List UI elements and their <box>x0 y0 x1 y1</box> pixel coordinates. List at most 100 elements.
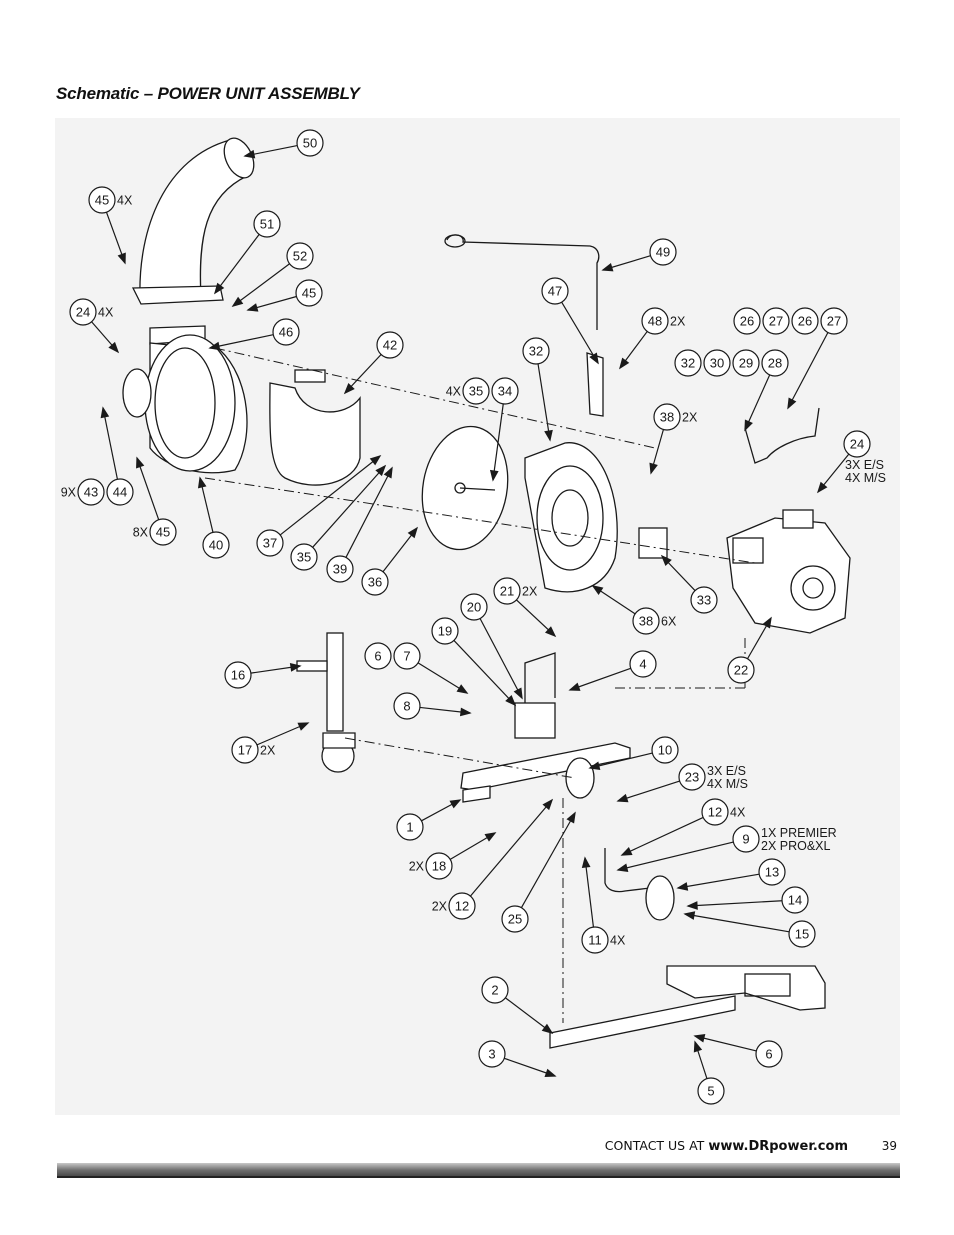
callout-circle <box>678 763 706 791</box>
callout-number: 24 <box>76 305 90 320</box>
callout-number: 30 <box>710 356 724 371</box>
callout-number: 4 <box>639 657 646 672</box>
callout-number: 50 <box>303 136 317 151</box>
leader-arrowhead <box>449 799 462 809</box>
callout-circle <box>106 478 134 506</box>
leader-arrowhead <box>489 469 499 482</box>
battery-strap-part <box>524 652 556 703</box>
callout-circle <box>641 307 669 335</box>
callout-circle <box>272 318 300 346</box>
callout-quantity: 4X <box>117 194 133 208</box>
callout-bubble: 7 <box>393 642 421 670</box>
leader-arrowhead <box>649 462 658 475</box>
leader-arrowhead <box>505 695 517 707</box>
callout-bubble: 47 <box>541 277 569 305</box>
leader-line <box>214 234 260 294</box>
callout-number: 22 <box>734 663 748 678</box>
callout-number: 47 <box>548 284 562 299</box>
callout-bubble: 2 <box>481 976 509 1004</box>
leader-arrowhead <box>459 707 472 717</box>
leader-arrowhead <box>108 341 120 354</box>
callout-circle <box>629 650 657 678</box>
callout-circle <box>632 607 660 635</box>
callout-circle <box>481 976 509 1004</box>
callout-circle <box>820 307 848 335</box>
callout-number: 23 <box>685 770 699 785</box>
website-link[interactable]: www.DRpower.com <box>708 1139 848 1154</box>
leader-arrowhead <box>243 149 256 159</box>
callout-circle <box>224 661 252 689</box>
callout-circle <box>501 905 529 933</box>
leader-arrowhead <box>683 911 696 920</box>
callout-number: 6 <box>374 649 381 664</box>
leader-arrowhead <box>383 466 393 479</box>
callout-number: 8 <box>403 699 410 714</box>
leader-line <box>684 913 790 933</box>
callout-number: 45 <box>302 286 316 301</box>
callout-bubble: 14 <box>781 886 809 914</box>
callout-number: 10 <box>658 743 672 758</box>
leader-line <box>312 465 386 548</box>
callout-circle <box>364 642 392 670</box>
wheel-part <box>565 757 595 799</box>
callout-bubble: 32 <box>522 337 550 365</box>
callout-bubble: 24 4X <box>69 298 114 326</box>
callout-number: 15 <box>795 927 809 942</box>
callout-bubble: 13 <box>758 858 786 886</box>
leader-line <box>787 332 829 409</box>
leader-line <box>102 407 119 480</box>
callout-bubble: 28 <box>761 349 789 377</box>
leader-arrowhead <box>589 352 599 365</box>
leader-arrowhead <box>591 585 604 595</box>
callout-bubble: 49 <box>649 238 677 266</box>
callout-circle <box>462 377 490 405</box>
callout-number: 45 <box>156 525 170 540</box>
callout-bubble: 39 <box>326 555 354 583</box>
engine-part <box>726 509 851 634</box>
leader-arrowhead <box>545 626 557 638</box>
rear-wheel-part <box>645 875 675 921</box>
leader-arrowhead <box>616 863 629 872</box>
callout-bubble: 26 <box>733 307 761 335</box>
callout-circle <box>296 129 324 157</box>
callout-circle <box>290 543 318 571</box>
bracket-part <box>586 352 604 417</box>
callout-quantity: 4X <box>98 306 114 320</box>
callout-number: 17 <box>238 743 252 758</box>
callout-number: 37 <box>263 536 277 551</box>
callout-circle <box>493 577 521 605</box>
handle-rod-part <box>444 234 600 330</box>
leader-line <box>694 1035 757 1052</box>
callout-number: 16 <box>231 668 245 683</box>
callout-bubble: 6 <box>364 642 392 670</box>
callout-quantity: 2X <box>670 315 686 329</box>
callout-bubble: 45 8X <box>133 518 177 546</box>
callout-circle <box>762 307 790 335</box>
callout-circle <box>697 1077 725 1105</box>
callout-bubble: 22 <box>727 656 755 684</box>
leader-arrowhead <box>693 1034 706 1043</box>
leader-arrowhead <box>816 481 828 494</box>
leader-arrowhead <box>197 476 207 489</box>
callout-circle <box>732 825 760 853</box>
leader-arrowhead <box>214 282 225 295</box>
leader-lines <box>91 144 850 1079</box>
leader-line <box>589 752 653 769</box>
scroll-band-part <box>269 369 361 486</box>
callout-circle <box>791 307 819 335</box>
leader-arrowhead <box>208 341 221 351</box>
callout-quantity: 8X <box>133 526 149 540</box>
jack-stand-part <box>296 632 356 773</box>
leader-line <box>492 403 504 481</box>
callout-bubble: 19 <box>431 617 459 645</box>
callout-bubble: 42 <box>376 331 404 359</box>
callout-number: 42 <box>383 338 397 353</box>
leader-arrowhead <box>289 663 302 672</box>
callout-number: 1 <box>406 820 413 835</box>
callout-circle <box>295 279 323 307</box>
discharge-chute-part <box>131 137 255 305</box>
callout-circle <box>581 926 609 954</box>
leader-arrowhead <box>100 406 110 419</box>
